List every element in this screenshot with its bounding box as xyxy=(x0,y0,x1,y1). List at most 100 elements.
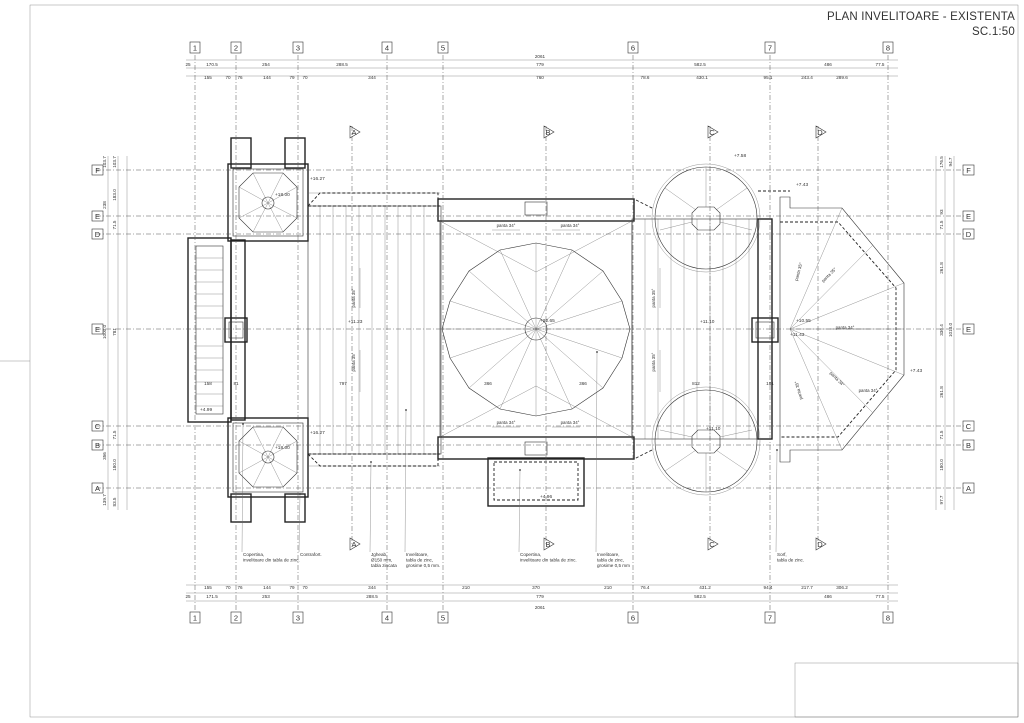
annotation-leader-4 xyxy=(518,469,521,553)
roof-slope-1: panta 34° xyxy=(561,223,580,228)
axis-label-6-bottom: 6 xyxy=(631,614,635,623)
annotation-1: Contrafort. xyxy=(300,552,322,557)
dim-bottom-r2-1: 171.5 xyxy=(206,594,218,599)
annotation-2: Jgheab,Ø150 mm,tabla zincata xyxy=(371,552,397,568)
gutter-outline xyxy=(307,190,790,467)
axis-bubble-E-1-left xyxy=(91,210,104,222)
dim-top-total: 2061 xyxy=(535,54,546,59)
dim-top-r2-12: 289.6 xyxy=(836,75,848,80)
axis-label-2-top: 2 xyxy=(234,44,238,53)
section-label-D-top: D xyxy=(817,128,823,137)
annotation-4: Copertina,invelitoare din tabla de zinc. xyxy=(520,552,577,562)
axis-label-C-4-left: C xyxy=(95,422,101,431)
dim-bottom-r1-7: 210 xyxy=(462,585,470,590)
dim-left-inner-3: 781 xyxy=(112,328,117,336)
section-arrow-C-top xyxy=(707,125,719,139)
apse-south xyxy=(651,386,761,496)
dim-bottom-r2-7: 77.5 xyxy=(876,594,885,599)
dim-left-outer-2: 1000.0 xyxy=(102,325,107,339)
title-block-frame xyxy=(794,662,1019,718)
annotation-6-line-1: tabla de zinc. xyxy=(777,557,804,562)
drawing-title: PLAN INVELITOARE - EXISTENTA SC.1:50 xyxy=(827,10,1015,40)
dim-top-r2-2: 76 xyxy=(237,75,243,80)
dim-right-outer-1: 1013.0 xyxy=(948,323,953,337)
annotation-leader-5 xyxy=(595,351,598,553)
annotation-leader-0 xyxy=(241,423,244,553)
axis-bubble-5-bottom xyxy=(437,611,449,624)
room-number-3: 366 xyxy=(484,381,492,386)
roof-slope-13: panta 34° xyxy=(859,388,878,393)
axis-label-E-3-right: E xyxy=(966,325,971,334)
roof-slope-8: panta 35° xyxy=(794,262,804,282)
axis-bubble-F-0-right xyxy=(962,164,975,176)
annotation-3-line-1: tabla de zinc, xyxy=(406,557,433,562)
roof-slope-0: panta 34° xyxy=(497,223,516,228)
annotation-3-line-2: grosime 0,5 mm. xyxy=(406,563,440,568)
dim-top-r2-11: 243.4 xyxy=(801,75,813,80)
slope-arrows xyxy=(359,229,870,428)
section-label-A-top: A xyxy=(351,128,356,137)
drawing-title-name: PLAN INVELITOARE - EXISTENTA xyxy=(827,11,1015,23)
dim-right-inner-6: 71.5 xyxy=(939,430,944,439)
section-arrow-C-bottom xyxy=(707,537,719,551)
annotation-2-line-1: Ø150 mm, xyxy=(371,557,392,562)
annotation-1-line-0: Contrafort. xyxy=(300,552,322,557)
annotation-0: Copertina,invelitoare din tabla de zinc. xyxy=(243,552,300,562)
level-mark-14: +4.96 xyxy=(540,494,552,500)
dim-bottom-r1-2: 76 xyxy=(237,585,243,590)
dim-top-r2-1: 70 xyxy=(225,75,231,80)
room-number-0: 158 xyxy=(204,381,212,386)
dim-right-inner-7: 180.0 xyxy=(939,459,944,471)
level-mark-2: +16.27 xyxy=(310,430,325,436)
annotation-3-line-0: Invelitoare, xyxy=(406,552,428,557)
annotation-leader-1 xyxy=(298,493,301,553)
section-arrow-D-bottom xyxy=(815,537,827,551)
section-label-C-bottom: C xyxy=(709,540,715,549)
dim-top-r1-7: 77.5 xyxy=(876,62,885,67)
axis-bubble-C-4-right xyxy=(962,420,975,432)
sheet-frame xyxy=(29,4,1019,718)
dim-top-r1-4: 779 xyxy=(536,62,544,67)
drawing-scale: SC.1:50 xyxy=(972,26,1015,38)
axis-bubble-5-top xyxy=(437,41,449,54)
section-arrow-A-top xyxy=(349,125,361,139)
axis-label-1-bottom: 1 xyxy=(193,614,197,623)
dim-right-inner-8: 97.7 xyxy=(939,495,944,504)
section-arrow-A-bottom xyxy=(349,537,361,551)
section-label-B-bottom: B xyxy=(545,540,550,549)
roof-slope-4: panta 35° xyxy=(351,288,356,307)
dim-bottom-r2-6: 486 xyxy=(824,594,832,599)
dim-bottom-r1-10: 76.4 xyxy=(641,585,650,590)
axis-label-8-top: 8 xyxy=(886,44,890,53)
apse-north xyxy=(651,163,761,273)
axis-bubble-F-0-left xyxy=(91,164,104,176)
annotation-5-line-1: tabla de zinc, xyxy=(597,557,624,562)
section-label-C-top: C xyxy=(709,128,715,137)
dim-bottom-r1-3: 144 xyxy=(263,585,271,590)
axis-bubble-8-top xyxy=(882,41,894,54)
dim-top-r2-7: 760 xyxy=(536,75,544,80)
level-mark-10: +11.43 xyxy=(790,332,805,338)
dim-left-inner-6: 83.5 xyxy=(112,497,117,506)
dim-top-r1-6: 486 xyxy=(824,62,832,67)
dim-bottom-r1-9: 210 xyxy=(604,585,612,590)
axis-label-2-bottom: 2 xyxy=(234,614,238,623)
dim-bottom-total: 2061 xyxy=(535,605,546,610)
roof-slope-5: panta 35° xyxy=(351,352,356,371)
dim-bottom-r2-4: 779 xyxy=(536,594,544,599)
dim-right-inner-1: 93 xyxy=(939,209,944,215)
dim-right-inner-2: 71.5 xyxy=(939,220,944,229)
annotation-3: Invelitoare,tabla de zinc,grosime 0,5 mm… xyxy=(406,552,440,568)
annotation-dot-5 xyxy=(596,351,598,353)
central-dome xyxy=(441,242,631,417)
dim-left-outer-0: 103.7 xyxy=(102,156,107,168)
dim-top-r2-3: 144 xyxy=(263,75,271,80)
axis-bubble-B-5-left xyxy=(91,439,104,451)
dim-left-outer-4: 139.7 xyxy=(102,494,107,506)
roof-slope-3: panta 34° xyxy=(561,420,580,425)
axis-label-C-4-right: C xyxy=(966,422,972,431)
axis-bubble-7-bottom xyxy=(764,611,776,624)
axis-bubble-3-bottom xyxy=(292,611,304,624)
dim-top-r2-10: 95.1 xyxy=(764,75,773,80)
axis-label-F-0-left: F xyxy=(95,166,100,175)
